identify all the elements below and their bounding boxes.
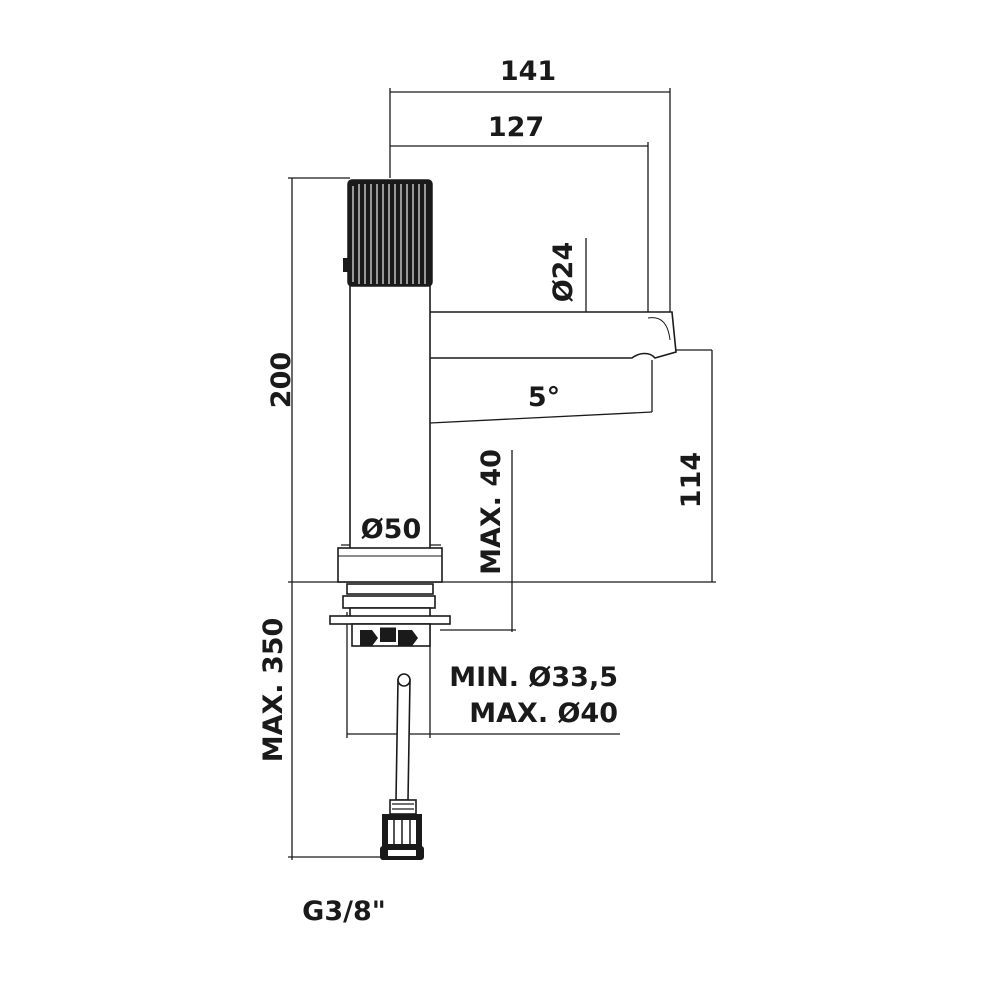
label-350: MAX. 350: [258, 618, 289, 763]
dimension-200: [288, 177, 350, 582]
hose-connector: [380, 799, 424, 860]
dimension-angle: [429, 360, 653, 424]
base-escutcheon: [337, 547, 443, 583]
label-hole-max: MAX. Ø40: [469, 698, 618, 729]
dimension-127: [390, 142, 649, 312]
spout-tip-curve: [647, 317, 671, 341]
label-200: 200: [266, 352, 297, 408]
knurled-handle: [343, 179, 433, 287]
dimension-deck-thickness: [440, 450, 516, 632]
dimension-114: [675, 349, 713, 582]
label-127: 127: [488, 112, 544, 143]
label-hole-min: MIN. Ø33,5: [449, 662, 618, 693]
label-114: 114: [676, 452, 707, 508]
spout: [417, 311, 677, 359]
label-base-diameter: Ø50: [361, 514, 422, 545]
label-connection: G3/8": [302, 896, 386, 927]
label-spout-diameter: Ø24: [548, 242, 579, 303]
label-angle: 5°: [528, 382, 560, 413]
label-deck-thickness: MAX. 40: [476, 449, 507, 575]
dimension-141: [389, 88, 671, 312]
dimension-350: [288, 582, 390, 860]
flexible-hose: [395, 679, 411, 801]
fixing-assembly: [329, 583, 451, 647]
main-column: [349, 284, 431, 551]
label-141: 141: [500, 56, 556, 87]
